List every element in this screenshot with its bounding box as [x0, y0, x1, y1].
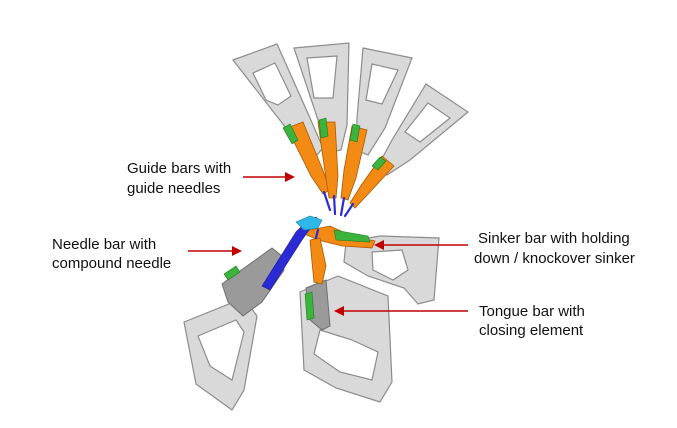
guide-needles	[322, 190, 355, 218]
guide-element-3	[340, 125, 368, 201]
label-needle-line2: compound needle	[52, 255, 171, 272]
needle-bar	[183, 247, 285, 411]
label-guide-line1: Guide bars with	[127, 160, 231, 177]
arrow-guide	[243, 172, 295, 182]
label-needle-line1: Needle bar with	[52, 236, 156, 253]
label-tongue-line2: closing element	[479, 322, 584, 339]
sinker-bar	[343, 235, 440, 305]
tongue-bar	[299, 275, 393, 403]
label-guide-line2: guide needles	[127, 180, 220, 197]
label-tongue-line1: Tongue bar with	[479, 303, 585, 320]
closing-element	[309, 228, 327, 285]
guide-bar-3	[355, 47, 413, 156]
guide-green-strip-2	[318, 117, 329, 139]
guide-element-2	[317, 121, 339, 199]
label-sinker-line2: down / knockover sinker	[474, 250, 635, 267]
arrow-tongue	[334, 306, 468, 316]
guide-green-strip-1	[282, 123, 299, 145]
arrow-sinker	[374, 240, 468, 250]
stitch-formation-point	[295, 215, 323, 231]
guide-green-strip-4	[371, 156, 387, 171]
guide-green-strip-3	[349, 123, 361, 143]
arrow-needle	[188, 246, 242, 256]
guide-bar-4	[376, 83, 470, 176]
guide-element-4	[349, 155, 395, 209]
label-sinker-line1: Sinker bar with holding	[478, 230, 630, 247]
